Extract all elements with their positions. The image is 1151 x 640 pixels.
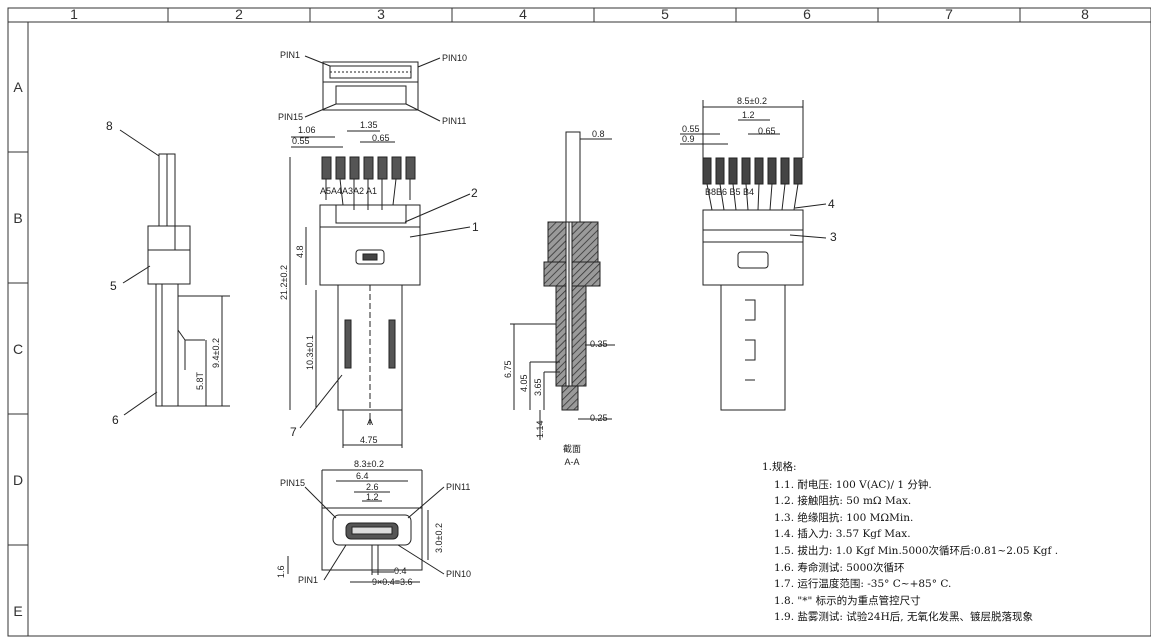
column-label: 2 — [235, 6, 243, 22]
dim-10-3: 10.3±0.1 — [305, 335, 315, 370]
row-labels: A B C D E — [13, 79, 23, 619]
dim-1-2: 1.2 — [742, 110, 755, 120]
dim-0-55-rear: 0.55 — [682, 124, 700, 134]
pin1-bottom-label: PIN1 — [298, 575, 318, 585]
column-labels: 1 2 3 4 5 6 7 8 — [70, 6, 1089, 22]
pin10-label: PIN10 — [442, 53, 467, 63]
column-label: 6 — [803, 6, 811, 22]
dim-9x0-4: 9×0.4=3.6 — [372, 577, 413, 587]
dim-1-35: 1.35 — [360, 120, 378, 130]
column-label: 7 — [945, 6, 953, 22]
callout-8: 8 — [106, 119, 113, 133]
row-label: E — [13, 603, 22, 619]
dim-1-14: 1.14 — [535, 420, 545, 438]
spec-item: 1.6. 寿命测试: 5000次循环 — [774, 561, 905, 574]
dim-6-75: 6.75 — [503, 360, 513, 378]
section-caption: A-A — [564, 457, 579, 467]
dim-0-4: 0.4 — [394, 566, 407, 576]
dim-1-06: 1.06 — [298, 125, 316, 135]
dim-0-9: 0.9 — [682, 134, 695, 144]
dim-0-65-rear: 0.65 — [758, 126, 776, 136]
dim-3-65: 3.65 — [533, 378, 543, 396]
row-label: A — [13, 79, 23, 95]
top-end-view — [304, 55, 441, 122]
callout-7: 7 — [290, 425, 297, 439]
dim-2-6: 2.6 — [366, 482, 379, 492]
dim-0-65: 0.65 — [372, 133, 390, 143]
row-label: B — [13, 210, 22, 226]
column-label: 8 — [1081, 6, 1089, 22]
section-mark-a: A — [367, 417, 373, 427]
dim-3-0: 3.0±0.2 — [434, 523, 444, 553]
dim-8-3: 8.3±0.2 — [354, 459, 384, 469]
spec-item: 1.7. 运行温度范围: -35° C~+85° C. — [774, 578, 952, 591]
spec-item: 1.1. 耐电压: 100 V(AC)/ 1 分钟. — [774, 478, 932, 491]
callout-4: 4 — [828, 197, 835, 211]
section-view — [510, 131, 615, 440]
dim-4-05: 4.05 — [519, 374, 529, 392]
callout-3: 3 — [830, 230, 837, 244]
pin1-label: PIN1 — [280, 50, 300, 60]
dim-0-55: 0.55 — [292, 136, 310, 146]
callout-6: 6 — [112, 413, 119, 427]
spec-notes: 1.规格: 1.1. 耐电压: 100 V(AC)/ 1 分钟. 1.2. 接触… — [762, 459, 1147, 626]
pin11-label: PIN11 — [442, 116, 466, 126]
dim-1-2-bottom: 1.2 — [366, 492, 379, 502]
column-label: 3 — [377, 6, 385, 22]
pin15-bottom-label: PIN15 — [280, 478, 305, 488]
rear-contact-text: B8B6 B5 B4 — [705, 187, 754, 197]
dim-1-6: 1.6 — [276, 565, 286, 578]
column-label: 1 — [70, 6, 78, 22]
dim-5-8: 5.8T — [195, 371, 205, 390]
front-contact-text: A5A4A3A2 A1 — [320, 186, 377, 196]
dim-6-4: 6.4 — [356, 471, 369, 481]
row-label: D — [13, 472, 23, 488]
pin10-bottom-label: PIN10 — [446, 569, 471, 579]
dim-9-4: 9.4±0.2 — [211, 338, 221, 368]
dim-0-35: 0.35 — [590, 339, 608, 349]
bottom-end-view — [287, 469, 445, 583]
side-view — [119, 129, 230, 416]
dim-0-25: 0.25 — [590, 413, 608, 423]
spec-item: 1.3. 绝缘阻抗: 100 MΩMin. — [774, 511, 914, 524]
dim-8-5: 8.5±0.2 — [737, 96, 767, 106]
callout-5: 5 — [110, 279, 117, 293]
spec-item: 1.2. 接触阻抗: 50 mΩ Max. — [774, 495, 912, 508]
drawing-frame — [7, 7, 1151, 637]
column-label: 4 — [519, 6, 527, 22]
pin15-label: PIN15 — [278, 112, 303, 122]
dim-4-75: 4.75 — [360, 435, 378, 445]
spec-item: 1.9. 盐雾测试: 试验24H后, 无氧化发黑、镀层脱落现象 — [774, 611, 1033, 624]
spec-title: 1.规格: — [762, 461, 797, 473]
rear-view — [680, 100, 827, 411]
spec-item: 1.5. 拔出力: 1.0 Kgf Min.5000次循环后:0.81~2.05… — [774, 544, 1059, 557]
spec-item: 1.8. "*" 标示的为重点管控尺寸 — [774, 594, 921, 607]
front-view — [289, 130, 471, 448]
spec-item: 1.4. 插入力: 3.57 Kgf Max. — [774, 528, 911, 541]
dim-21-2: 21.2±0.2 — [279, 265, 289, 300]
dim-0-8: 0.8 — [592, 129, 605, 139]
row-label: C — [13, 341, 23, 357]
section-caption-cn: 截面 — [563, 443, 581, 454]
callout-2: 2 — [471, 186, 478, 200]
column-label: 5 — [661, 6, 669, 22]
dim-4-8: 4.8 — [295, 245, 305, 258]
callout-1: 1 — [472, 220, 479, 234]
pin11-bottom-label: PIN11 — [446, 482, 470, 492]
